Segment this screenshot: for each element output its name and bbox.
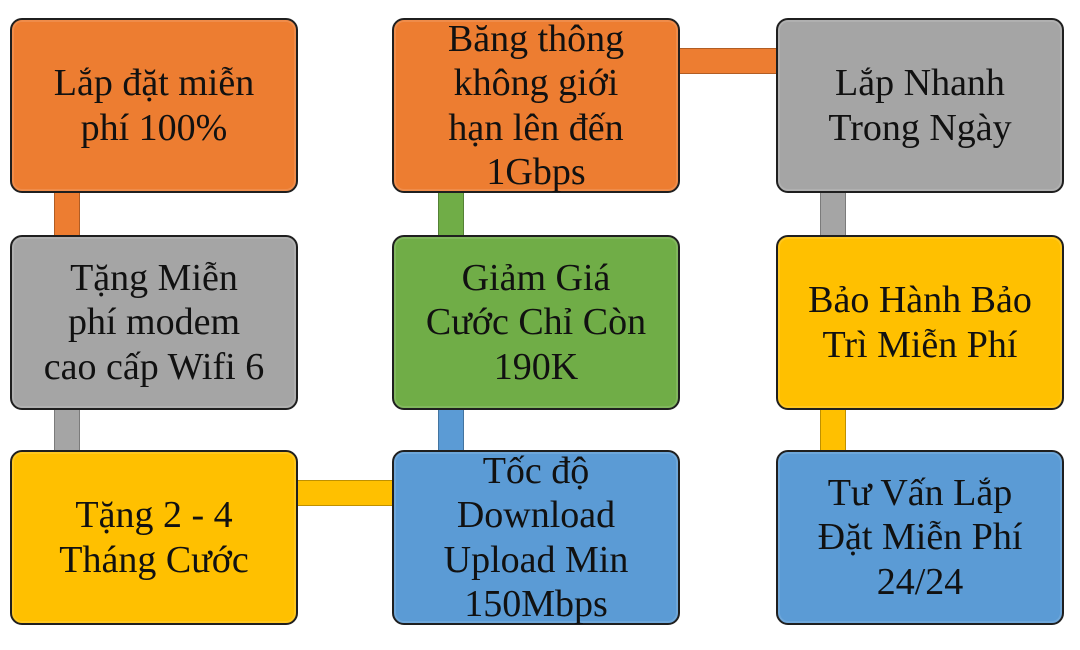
connector-warranty-to-consulting bbox=[820, 404, 846, 456]
box-same-day-install: Lắp Nhanh Trong Ngày bbox=[776, 18, 1064, 193]
box-speed: Tốc độ Download Upload Min 150Mbps bbox=[392, 450, 680, 625]
connector-months-to-speed bbox=[296, 480, 396, 506]
box-free-install: Lắp đặt miễn phí 100% bbox=[10, 18, 298, 193]
connector-discount-to-bandwidth bbox=[438, 188, 464, 240]
connector-speed-to-discount bbox=[438, 404, 464, 456]
box-unlimited-bandwidth: Băng thông không giới hạn lên đến 1Gbps bbox=[392, 18, 680, 193]
box-discount: Giảm Giá Cước Chỉ Còn 190K bbox=[392, 235, 680, 410]
connector-sameday-to-warranty bbox=[820, 188, 846, 240]
connector-bandwidth-to-sameday bbox=[676, 48, 780, 74]
box-free-warranty: Bảo Hành Bảo Trì Miễn Phí bbox=[776, 235, 1064, 410]
box-consulting: Tư Vấn Lắp Đặt Miễn Phí 24/24 bbox=[776, 450, 1064, 625]
connector-modem-to-months bbox=[54, 404, 80, 456]
box-free-months: Tặng 2 - 4 Tháng Cước bbox=[10, 450, 298, 625]
connector-install-to-modem bbox=[54, 188, 80, 240]
box-free-modem: Tặng Miễn phí modem cao cấp Wifi 6 bbox=[10, 235, 298, 410]
